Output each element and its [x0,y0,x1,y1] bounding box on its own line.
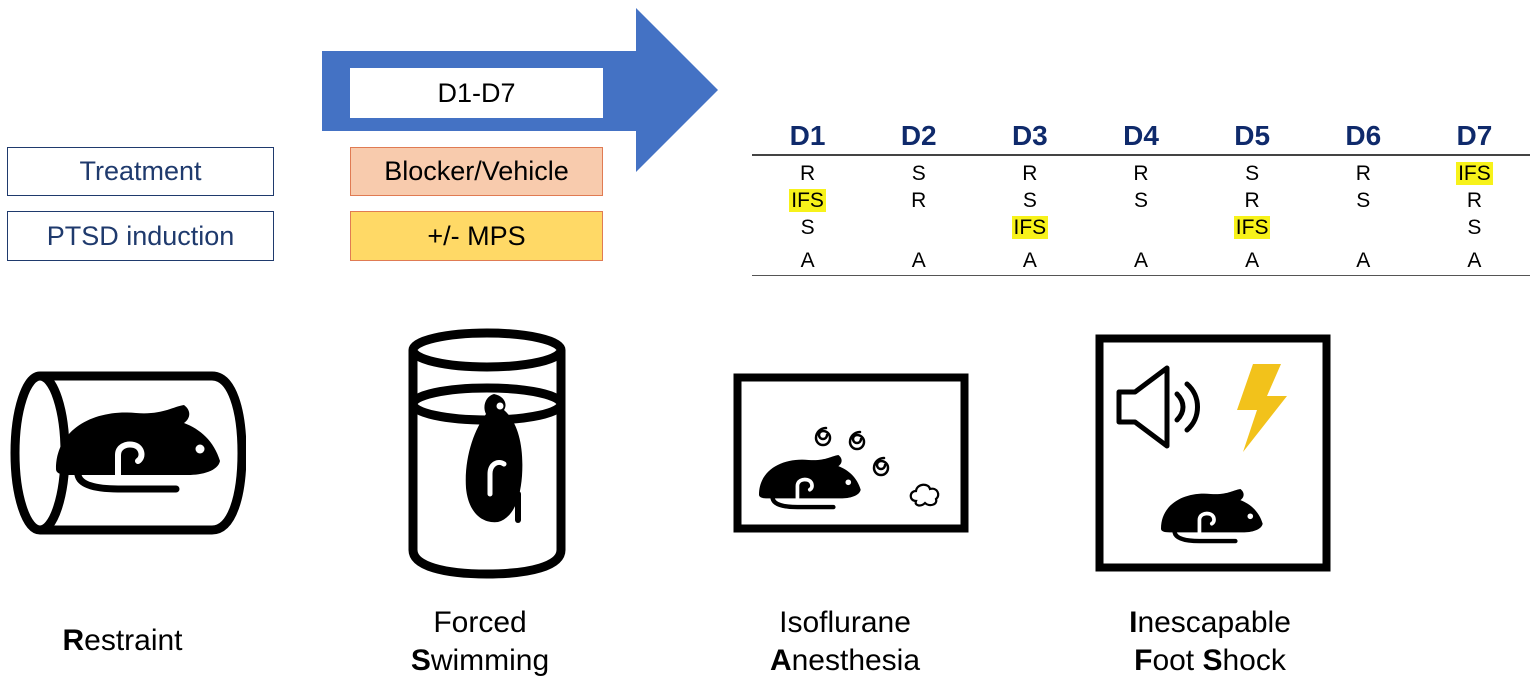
speaker-icon [1116,365,1200,449]
swirl-icon [848,430,866,451]
isoflurane-anesthesia-caption: Isoflurane Anesthesia [769,606,921,677]
schedule-column-d3: R S IFS A [974,159,1085,275]
schedule-cell: A [1356,249,1371,272]
schedule-cell: A [1245,249,1260,272]
schedule-cell: IFS [1456,162,1493,185]
schedule-column-d2: S R A [863,159,974,275]
schedule-cell: S [1467,216,1482,239]
schedule-cell: R [799,162,816,185]
schedule-cell: S [911,162,926,185]
schedule-cell [1085,216,1196,240]
schedule-cell: S [1133,189,1148,212]
schedule-cell [1308,216,1419,240]
mps-value-box: +/- MPS [350,211,603,261]
anesthesia-chamber-icon [733,373,969,533]
forced-swim-cylinder-icon [408,328,566,579]
schedule-body: R IFS S A S R A R S IFS A R S A S R IFS … [752,156,1530,275]
schedule-cell: IFS [1233,216,1271,239]
restraint-caption: Restraint [62,624,183,657]
schedule-cell: R [1133,162,1149,185]
day-header-d7: D7 [1456,120,1493,151]
schedule-cell: IFS [789,189,826,212]
day-header-d1: D1 [789,120,826,151]
schedule-cell: S [800,216,815,239]
schedule-column-d5: S R IFS A [1197,159,1308,275]
restraint-tube-icon [10,371,246,535]
schedule-cell: A [1133,249,1148,272]
schedule-cell: IFS [1011,216,1049,239]
schedule-top-rule [752,154,1530,156]
schedule-cell: R [1466,189,1482,212]
treatment-value-box: Blocker/Vehicle [350,147,603,196]
day-header-d3: D3 [1011,120,1048,151]
treatment-label: Treatment [7,147,274,196]
cloud-icon [909,483,940,507]
timeline-arrow [322,8,718,172]
day-header-d5: D5 [1234,120,1271,151]
schedule-column-d1: R IFS S A [752,159,863,275]
day-header-d2: D2 [900,120,937,151]
footshock-chamber-icon [1095,334,1331,572]
schedule-cell: R [1244,189,1260,212]
schedule-cell: R [1355,162,1371,185]
timeline-arrow-label: D1-D7 [437,77,516,108]
day-header-d4: D4 [1123,120,1159,151]
schedule-table: D1 D2 D3 D4 D5 D6 D7 R IFS S A S R A R S… [752,118,1530,276]
schedule-column-d4: R S A [1085,159,1196,275]
forced-swimming-caption: Forced Swimming [410,606,550,677]
schedule-cell [863,216,974,240]
schedule-column-d7: IFS R S A [1419,159,1530,275]
footshock-caption: Inescapable Foot Shock [1129,606,1291,677]
schedule-cell: A [1467,249,1482,272]
swirl-icon [814,426,832,447]
schedule-cell: S [1245,162,1260,185]
schedule-cell: S [1022,189,1037,212]
schedule-cell: R [1022,162,1038,185]
schedule-header: D1 D2 D3 D4 D5 D6 D7 [752,118,1530,154]
swirl-icon [872,456,890,477]
lightning-bolt-icon [1237,364,1287,452]
schedule-cell: A [911,249,926,272]
schedule-cell: A [800,249,815,272]
schedule-cell: A [1022,249,1037,272]
schedule-cell: S [1356,189,1371,212]
schedule-column-d6: R S A [1308,159,1419,275]
ptsd-induction-label: PTSD induction [7,211,274,261]
schedule-bottom-rule [752,275,1530,276]
schedule-cell: R [911,189,927,212]
day-header-d6: D6 [1345,120,1382,151]
